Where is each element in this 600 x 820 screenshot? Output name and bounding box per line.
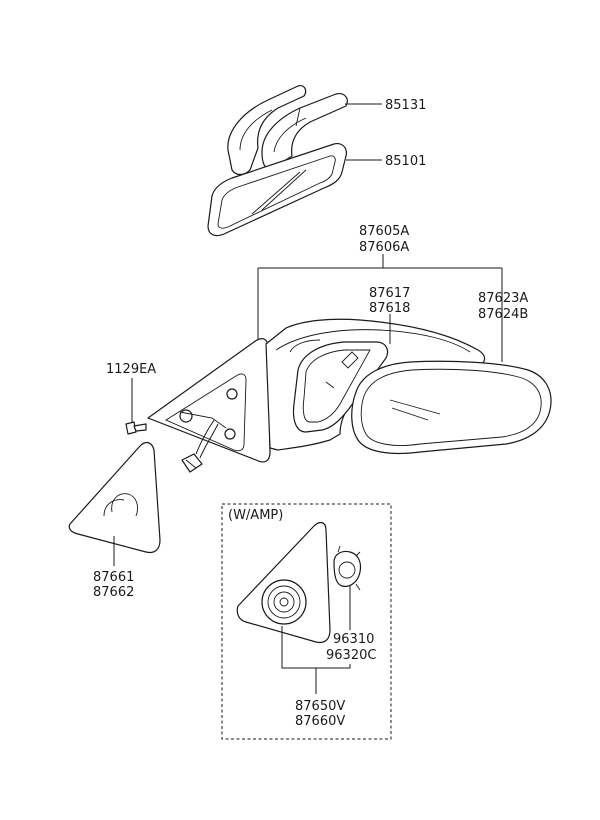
label-87618: 87618	[369, 301, 410, 316]
label-wamp: (W/AMP)	[228, 508, 283, 523]
tweeter-cover-87650V	[236, 521, 331, 644]
label-87623A: 87623A	[478, 291, 528, 306]
leader-lines	[113, 103, 503, 694]
screw-1129EA	[125, 421, 147, 435]
label-96310: 96310	[333, 632, 374, 647]
mirror-base-triangle	[147, 338, 271, 463]
label-87661: 87661	[93, 570, 134, 585]
label-87660V: 87660V	[295, 714, 345, 729]
label-87606A: 87606A	[359, 240, 409, 255]
label-87650V: 87650V	[295, 699, 345, 714]
label-96320C: 96320C	[326, 648, 376, 663]
wamp-box	[221, 503, 392, 740]
label-87617: 87617	[369, 286, 410, 301]
label-85101: 85101	[385, 154, 426, 169]
wire-harness	[181, 419, 219, 473]
label-87624B: 87624B	[478, 307, 528, 322]
label-87605A: 87605A	[359, 224, 409, 239]
rear-view-mirror-85101	[207, 143, 347, 237]
label-1129EA: 1129EA	[106, 362, 156, 377]
label-85131: 85131	[385, 98, 426, 113]
inner-cover-87661	[68, 441, 161, 554]
mirror-housing-87605A	[265, 318, 486, 451]
speaker-96310	[333, 545, 362, 591]
label-87662: 87662	[93, 585, 134, 600]
part-labels: 85131 85101 87605A 87606A 87617 87618 87…	[93, 98, 528, 729]
mirror-glass-87623A	[351, 360, 552, 455]
